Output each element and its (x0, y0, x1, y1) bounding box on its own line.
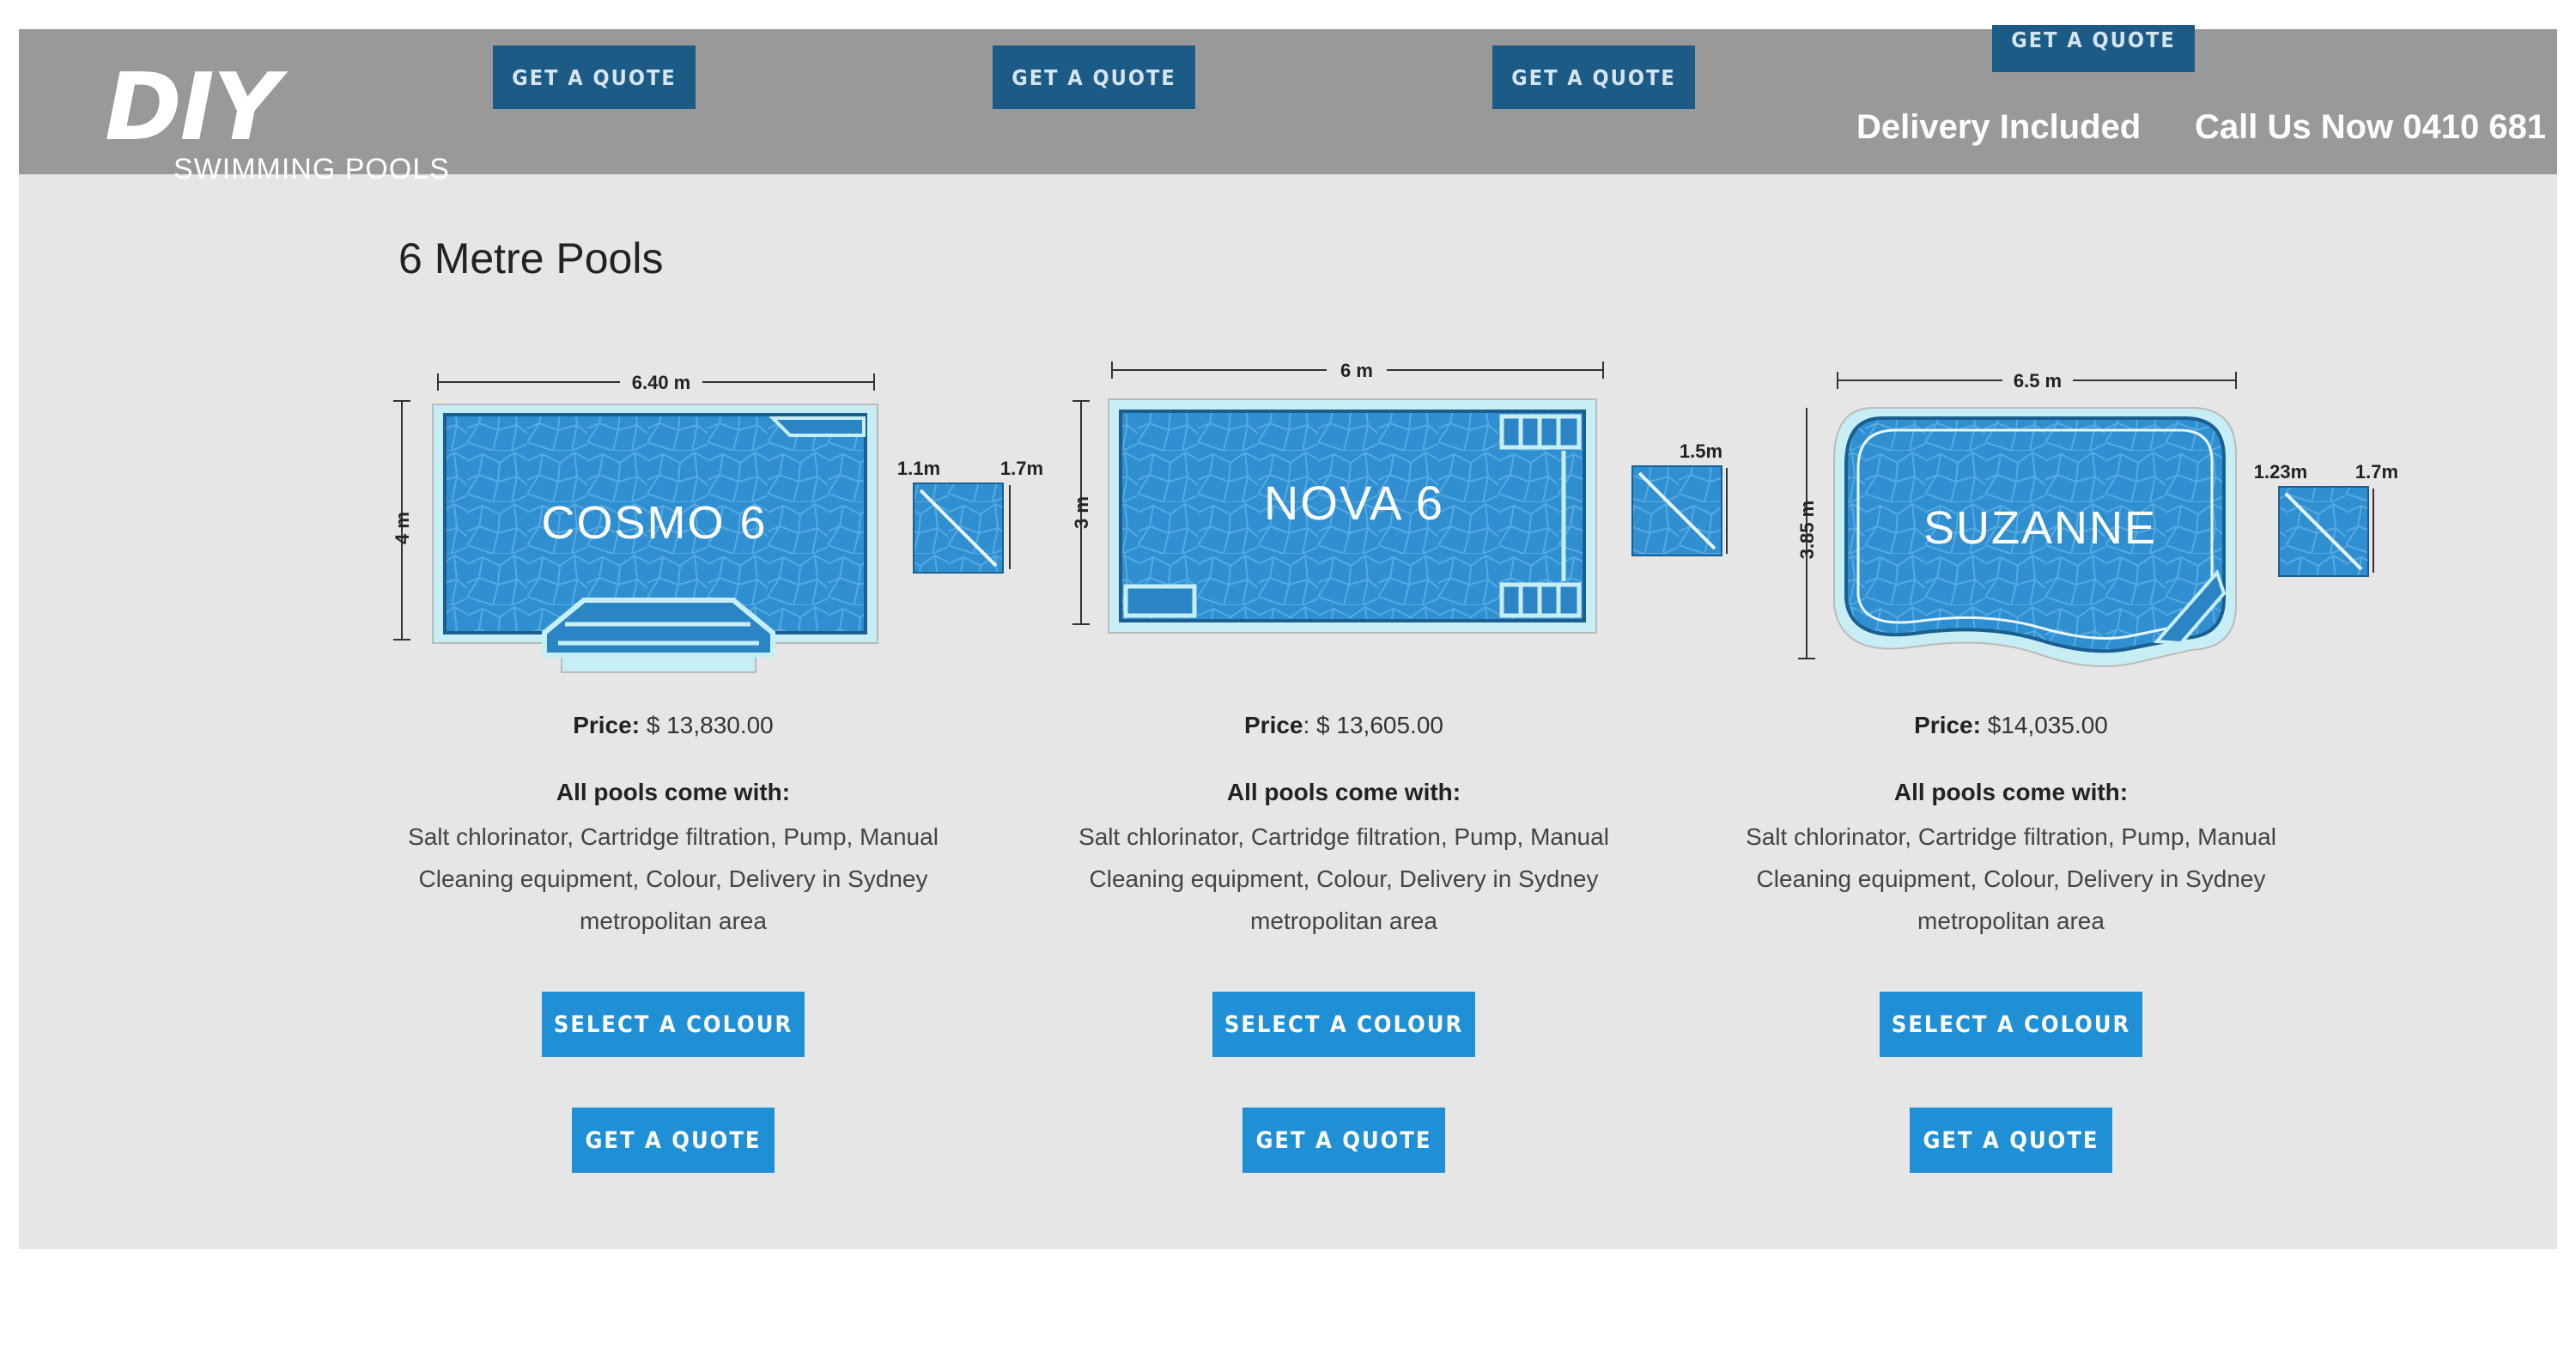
cosmo-price: Price: $ 13,830.00 (287, 712, 1060, 739)
suzanne-depth-deep-label: 1.7m (2355, 461, 2397, 483)
header-get-quote-button-1[interactable]: GET A QUOTE (493, 46, 696, 109)
cosmo-depth-shallow-label: 1.1m (897, 458, 940, 479)
price-label: Price (1244, 712, 1303, 738)
includes-heading: All pools come with: (556, 779, 791, 805)
includes-text: Salt chlorinator, Cartridge filtration, … (408, 823, 939, 934)
includes-heading: All pools come with: (1226, 779, 1461, 805)
logo-mark: DIY (105, 54, 280, 161)
cosmo-length-label: 6.40 m (632, 372, 691, 393)
header-get-quote-button-4[interactable]: GET A QUOTE (1992, 25, 2195, 72)
suzanne-price: Price: $14,035.00 (1625, 712, 2397, 739)
includes-heading: All pools come with: (1893, 779, 2129, 805)
includes-text: Salt chlorinator, Cartridge filtration, … (1746, 823, 2276, 934)
price-label: Price: (573, 712, 641, 738)
nova-pool-name: NOVA 6 (1264, 476, 1444, 530)
price-label: Price: (1914, 712, 1981, 738)
nova-depth-label: 1.5m (1680, 440, 1722, 462)
nova-width-label: 3 m (1071, 496, 1092, 529)
pool-diagram-cosmo-6: 6.40 m 4 m COSMO 6 1.1m 1.7m (392, 368, 1043, 673)
delivery-included-text: Delivery Included (1856, 108, 2142, 146)
nova-length-label: 6 m (1340, 360, 1373, 381)
site-header: DIY SWIMMING POOLS GET A QUOTE GET A QUO… (19, 25, 2557, 185)
price-value: $14,035.00 (1980, 712, 2108, 738)
pool-card-suzanne: 6.5 m 3.85 m SUZANNE 1.23m 1.7m Price: $… (1625, 348, 2397, 1173)
suzanne-length-label: 6.5 m (2014, 370, 2062, 392)
price-value: : $ 13,605.00 (1303, 712, 1443, 738)
cosmo-get-quote-button[interactable]: GET A QUOTE (572, 1108, 775, 1173)
suzanne-select-colour-button[interactable]: SELECT A COLOUR (1880, 992, 2142, 1057)
suzanne-depth-shallow-label: 1.23m (2254, 461, 2307, 483)
cosmo-pool-name: COSMO 6 (541, 497, 767, 549)
cosmo-select-colour-button[interactable]: SELECT A COLOUR (542, 992, 805, 1057)
section-title: 6 Metre Pools (398, 234, 664, 282)
header-get-quote-button-3[interactable]: GET A QUOTE (1492, 46, 1695, 109)
pool-diagram-suzanne: 6.5 m 3.85 m SUZANNE 1.23m 1.7m (1796, 367, 2397, 668)
cosmo-depth-deep-label: 1.7m (1000, 458, 1043, 479)
pool-diagram-nova-6: 6 m 3 m NOVA 6 1.5m (1071, 356, 1728, 634)
logo-subtitle: SWIMMING POOLS (173, 153, 450, 185)
nova-price: Price: $ 13,605.00 (957, 712, 1730, 739)
cosmo-width-label: 4 m (392, 512, 413, 544)
suzanne-pool-name: SUZANNE (1923, 502, 2157, 554)
price-value: $ 13,830.00 (640, 712, 774, 738)
suzanne-width-label: 3.85 m (1796, 501, 1818, 560)
header-get-quote-button-2[interactable]: GET A QUOTE (993, 46, 1195, 109)
call-us-phone-link[interactable]: Call Us Now 0410 681 (2195, 108, 2547, 146)
nova-select-colour-button[interactable]: SELECT A COLOUR (1212, 992, 1475, 1057)
suzanne-get-quote-button[interactable]: GET A QUOTE (1910, 1108, 2112, 1173)
pool-card-cosmo-6: 6.40 m 4 m COSMO 6 1.1m 1.7m Price: $ 13… (287, 348, 1060, 1173)
pool-card-nova-6: 6 m 3 m NOVA 6 1.5m Price: $ 13,605.00 A… (957, 348, 1730, 1173)
nova-get-quote-button[interactable]: GET A QUOTE (1242, 1108, 1445, 1173)
includes-text: Salt chlorinator, Cartridge filtration, … (1078, 823, 1609, 934)
